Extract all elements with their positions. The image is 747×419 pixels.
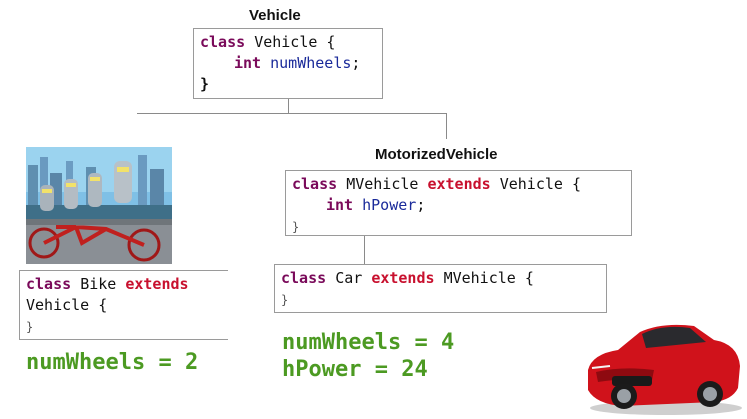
connector-to-mvehicle — [446, 113, 447, 139]
car-class-box: class Car extends MVehicle { } — [274, 264, 607, 313]
class-keyword: class — [26, 275, 72, 293]
extends-keyword: extends — [427, 175, 491, 193]
connector-horizontal — [137, 113, 447, 114]
parent-name: Vehicle { — [26, 296, 108, 314]
closing-brace: } — [292, 220, 300, 234]
class-name: Bike — [80, 275, 117, 293]
field-type: int — [234, 54, 262, 72]
connector-mvehicle-to-car — [364, 236, 365, 264]
extends-keyword: extends — [371, 269, 435, 287]
vehicle-class-box: class Vehicle { int numWheels; } — [193, 28, 383, 99]
class-name: MVehicle — [346, 175, 419, 193]
class-keyword: class — [281, 269, 327, 287]
closing-brace: } — [281, 293, 289, 307]
parent-name: Vehicle { — [499, 175, 581, 193]
class-name: Vehicle { — [254, 33, 336, 51]
extends-keyword: extends — [125, 275, 189, 293]
class-keyword: class — [200, 33, 246, 51]
field-name: hPower — [362, 196, 417, 214]
mvehicle-class-box: class MVehicle extends Vehicle { int hPo… — [285, 170, 632, 236]
bike-numwheels-value: numWheels = 2 — [26, 350, 199, 375]
semicolon: ; — [351, 54, 361, 72]
connector-vehicle-down — [288, 99, 289, 113]
class-keyword: class — [292, 175, 338, 193]
field-name: numWheels — [270, 54, 352, 72]
red-sports-car-image — [588, 324, 742, 415]
semicolon: ; — [416, 196, 426, 214]
car-hpower-value: hPower = 24 — [282, 357, 428, 382]
class-name: Car — [335, 269, 363, 287]
parent-name: MVehicle { — [443, 269, 534, 287]
closing-brace: } — [26, 320, 34, 334]
mvehicle-title: MotorizedVehicle — [375, 146, 498, 163]
car-numwheels-value: numWheels = 4 — [282, 330, 455, 355]
robot-tandem-bike-image — [26, 147, 172, 264]
vehicle-title: Vehicle — [249, 7, 301, 24]
bike-class-box: class Bike extends Vehicle { } — [19, 270, 228, 340]
closing-brace: } — [200, 75, 210, 93]
field-type: int — [326, 196, 354, 214]
